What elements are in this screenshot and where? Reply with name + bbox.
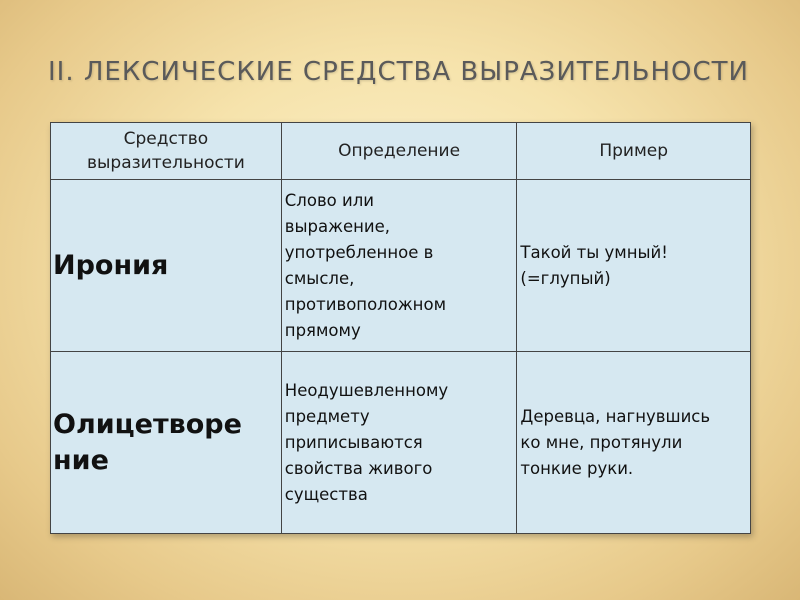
- slide-title: II. ЛЕКСИЧЕСКИЕ СРЕДСТВА ВЫРАЗИТЕЛЬНОСТИ: [48, 57, 749, 87]
- term-cell: Олицетворе ние: [50, 351, 282, 534]
- table-row: Ирония Слово или выражение, употребленно…: [50, 179, 751, 352]
- example-cell: Деревца, нагнувшись ко мне, протянули то…: [516, 351, 751, 534]
- header-device: Средство выразительности: [50, 122, 282, 180]
- term-cell: Ирония: [50, 179, 282, 352]
- example-cell: Такой ты умный! (=глупый): [516, 179, 751, 352]
- header-example: Пример: [516, 122, 751, 180]
- table-row: Олицетворе ние Неодушевленному предмету …: [50, 351, 751, 534]
- table-header-row: Средство выразительности Определение При…: [50, 122, 751, 180]
- lexical-devices-table: Средство выразительности Определение При…: [50, 122, 751, 534]
- definition-cell: Неодушевленному предмету приписываются с…: [280, 351, 518, 534]
- header-definition: Определение: [280, 122, 518, 180]
- definition-cell: Слово или выражение, употребленное в смы…: [280, 179, 518, 352]
